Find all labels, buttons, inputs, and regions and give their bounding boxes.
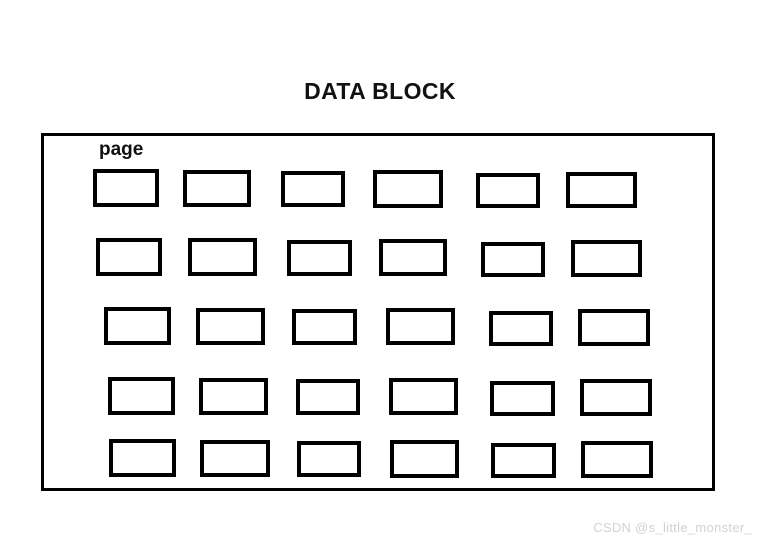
page-cell	[373, 170, 443, 208]
page-title: DATA BLOCK	[304, 78, 456, 104]
page-label: page	[99, 139, 144, 160]
page-cell	[581, 441, 653, 478]
page-cell	[580, 379, 652, 416]
page-cell	[296, 379, 360, 415]
page-cell	[389, 378, 458, 415]
page-cell	[571, 240, 642, 277]
page-cell	[183, 170, 251, 207]
page-cell	[476, 173, 540, 208]
page-cell	[379, 239, 447, 276]
watermark: CSDN @s_little_monster_	[593, 520, 752, 535]
page-cell	[297, 441, 361, 477]
page-cell	[200, 440, 270, 477]
page-cell	[199, 378, 268, 415]
page-cell	[287, 240, 352, 276]
page-cell	[108, 377, 175, 415]
page-cell	[489, 311, 553, 346]
page-cell	[109, 439, 176, 477]
page-cell	[93, 169, 159, 207]
page-cell	[188, 238, 257, 276]
page-cell	[491, 443, 556, 478]
page-cell	[104, 307, 171, 345]
page-cell	[566, 172, 637, 208]
page-cell	[292, 309, 357, 345]
page-cell	[490, 381, 555, 416]
page-cell	[386, 308, 455, 345]
page-cell	[281, 171, 345, 207]
page-cell	[196, 308, 265, 345]
page-cell	[96, 238, 162, 276]
page-cell	[578, 309, 650, 346]
page-cell	[481, 242, 545, 277]
page-cell	[390, 440, 459, 478]
